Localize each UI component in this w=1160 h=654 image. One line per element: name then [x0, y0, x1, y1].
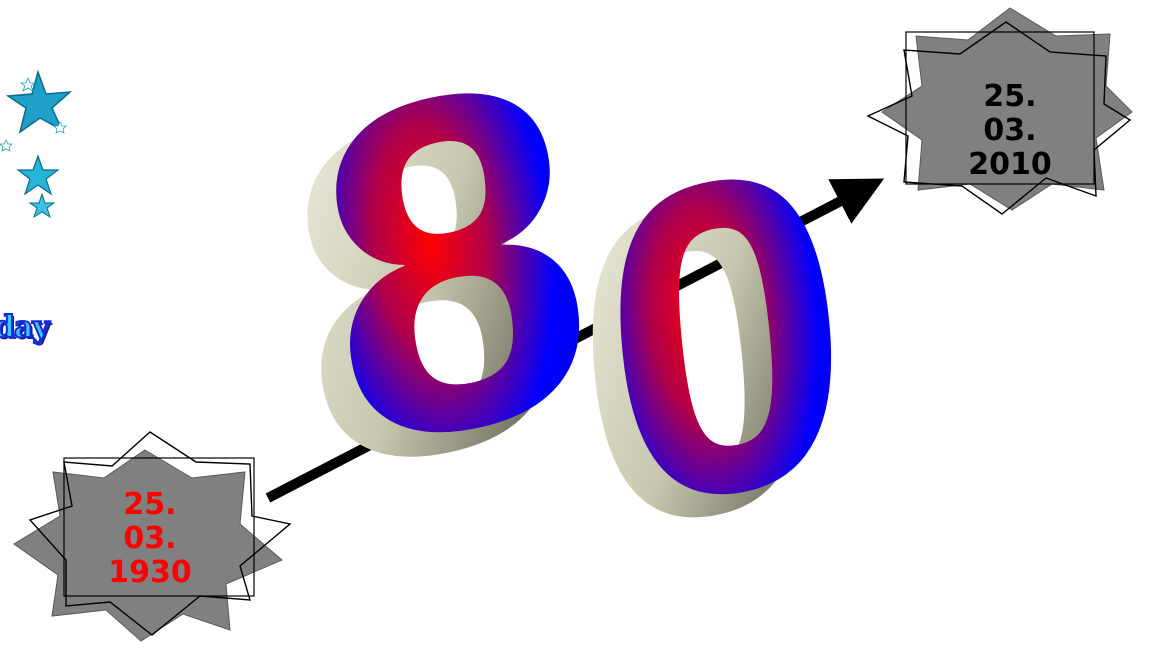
star-icon — [5, 69, 73, 134]
arrow-line — [265, 178, 885, 503]
end-date-text: 25. 03. 2010 — [968, 79, 1052, 182]
sparkle-icon — [0, 76, 67, 152]
headline-number-art: 8 8 0 0 — [261, 0, 873, 626]
digit-zero: 0 0 — [552, 70, 872, 626]
start-date-text: 25. 03. 1930 — [108, 487, 192, 590]
stars-decoration — [0, 69, 73, 219]
star-icon — [28, 192, 56, 219]
digit-eight: 8 8 — [261, 0, 619, 574]
svg-text:0: 0 — [580, 70, 872, 602]
day-word-art-fragment: day — [0, 309, 51, 346]
start-date-badge: 25. 03. 1930 — [0, 420, 300, 650]
star-icon — [16, 154, 60, 196]
starburst-shape — [13, 431, 292, 642]
starburst-shape — [866, 7, 1133, 215]
end-date-badge: 25. 03. 2010 — [860, 0, 1160, 230]
svg-text:0: 0 — [552, 93, 844, 625]
arrow-graphic — [265, 178, 885, 503]
